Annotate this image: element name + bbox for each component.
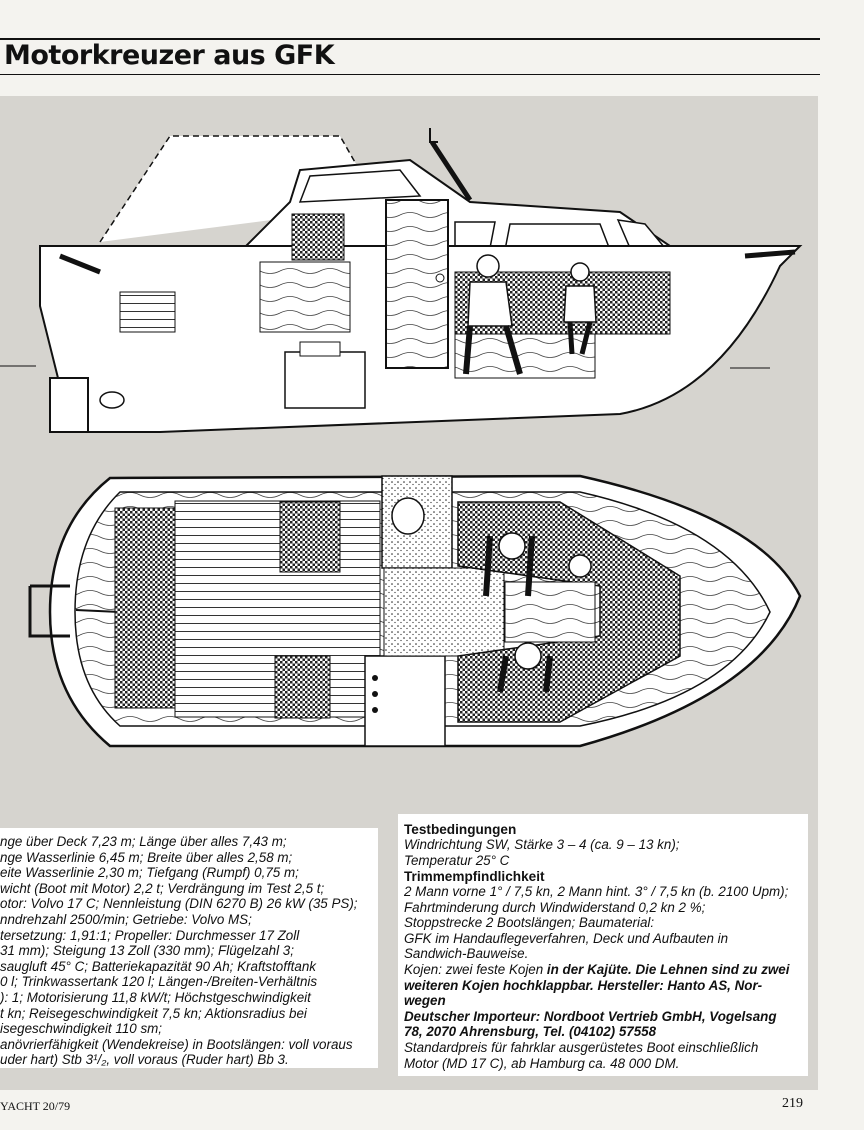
spec-line: wicht (Boot mit Motor) 2,2 t; Verdrängun…	[0, 880, 325, 896]
spec-line: nge Wasserlinie 6,45 m; Breite über alle…	[0, 849, 293, 865]
spec-line: tersetzung: 1,91:1; Propeller: Durchmess…	[0, 927, 300, 943]
specifications-box: nge über Deck 7,23 m; Länge über alles 7…	[0, 828, 378, 1068]
spec-line: ): 1; Motorisierung 11,8 kW/t; Höchstges…	[0, 989, 311, 1005]
title-rule	[0, 74, 820, 75]
page-title: Motorkreuzer aus GFK	[4, 40, 335, 71]
magazine-issue: YACHT 20/79	[0, 1099, 71, 1113]
test-line: weiteren Kojen hochklappbar. Hersteller:…	[404, 977, 763, 993]
spec-line: nge über Deck 7,23 m; Länge über alles 7…	[0, 834, 287, 849]
spec-line: isegeschwindigkeit 110 sm;	[0, 1021, 163, 1037]
test-heading: Testbedingungen	[404, 822, 517, 837]
importer-line: Deutscher Importeur: Nordboot Vertrieb G…	[404, 1008, 777, 1024]
test-line: Kojen: zwei feste Kojen in der Kajüte. D…	[404, 962, 804, 978]
page-number: 219	[782, 1096, 803, 1111]
price-line: Standardpreis für fahrklar ausgerüstetes…	[404, 1039, 759, 1055]
trim-heading: Trimmempfindlichkeit	[404, 868, 545, 884]
spec-line: nndrehzahl 2500/min; Getriebe: Volvo MS;	[0, 911, 252, 927]
test-line: GFK im Handauflegeverfahren, Deck und Au…	[404, 930, 729, 946]
spec-line: 0 l; Trinkwassertank 120 l; Längen-/Brei…	[0, 974, 318, 990]
importer-line: 78, 2070 Ahrensburg, Tel. (04102) 57558	[404, 1024, 657, 1040]
test-line: Temperatur 25° C	[404, 853, 510, 868]
berth-text: Kojen: zwei feste Kojen	[404, 961, 547, 977]
boat-drawing	[0, 128, 803, 748]
spec-line: saugluft 45° C; Batteriekapazität 90 Ah;…	[0, 958, 316, 974]
test-line: Fahrtminderung durch Windwiderstand 0,2 …	[404, 899, 706, 915]
top-rule	[0, 38, 820, 40]
price-line: Motor (MD 17 C), ab Hamburg ca. 48 000 D…	[404, 1055, 680, 1071]
spec-line: otor: Volvo 17 C; Nennleistung (DIN 6270…	[0, 896, 358, 912]
test-conditions-box: Testbedingungen Windrichtung SW, Stärke …	[398, 814, 808, 1076]
spec-line: eite Wasserlinie 2,30 m; Tiefgang (Rumpf…	[0, 865, 299, 881]
test-line: wegen	[404, 993, 446, 1009]
spec-line: anövrierfähigkeit (Wendekreise) in Boots…	[0, 1036, 353, 1052]
test-line: Sandwich-Bauweise.	[404, 946, 529, 962]
spec-line: uder hart) Stb 3¹/₂, voll voraus (Ruder …	[0, 1052, 289, 1068]
berth-text-bold: in der Kajüte. Die Lehnen sind zu zwei	[546, 961, 790, 977]
test-line: Windrichtung SW, Stärke 3 – 4 (ca. 9 – 1…	[404, 837, 680, 853]
spec-line: 31 mm); Steigung 13 Zoll (330 mm); Flüge…	[0, 943, 294, 959]
test-line: 2 Mann vorne 1° / 7,5 kn, 2 Mann hint. 3…	[404, 884, 789, 899]
spec-line: t kn; Reisegeschwindigkeit 7,5 kn; Aktio…	[0, 1005, 307, 1021]
test-line: Stoppstrecke 2 Bootslängen; Baumaterial:	[404, 915, 655, 931]
